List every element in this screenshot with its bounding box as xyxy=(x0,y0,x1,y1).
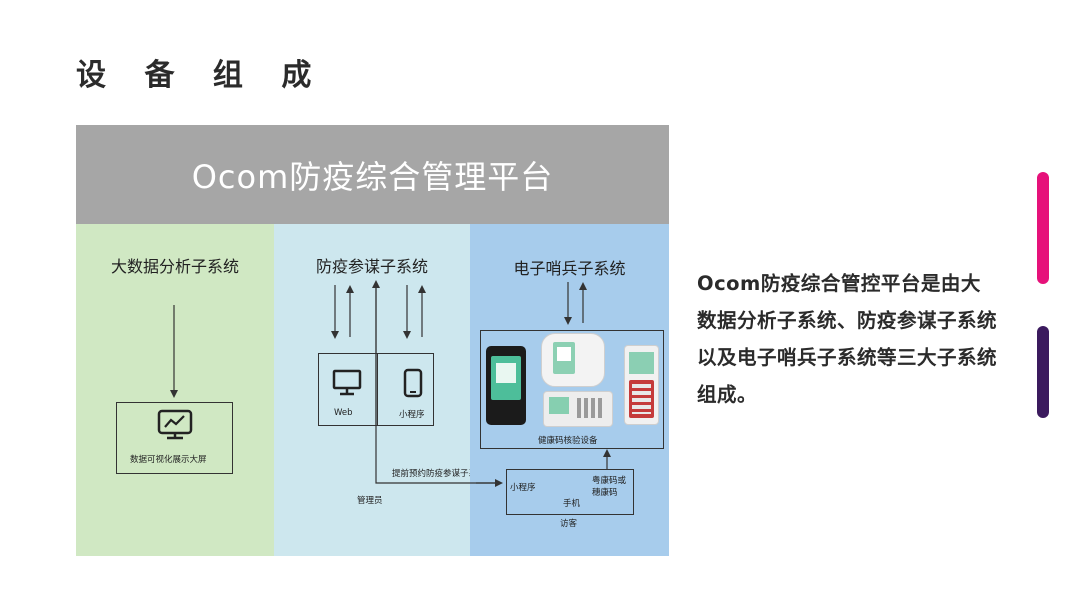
health-code-label-2: 穗康码 xyxy=(592,488,618,498)
epidemic-column: 防疫参谋子系统 Web 小程序 提前预约防疫参谋子系统 管理员 xyxy=(274,224,486,556)
platform-description: Ocom防疫综合管控平台是由大数据分析子系统、防疫参谋子系统以及电子哨兵子系统等… xyxy=(697,272,998,406)
connector-arrows xyxy=(170,280,611,487)
display-screen-box: 数据可视化展示大屏 xyxy=(116,402,233,474)
page-title: 设 备 组 成 xyxy=(76,58,326,93)
purple-accent-bar xyxy=(1037,326,1049,418)
big-data-title: 大数据分析子系统 xyxy=(110,257,239,276)
health-code-label-1: 粤康码或 xyxy=(592,476,627,486)
devices-label: 健康码核验设备 xyxy=(538,436,598,446)
desktop-scanner-device xyxy=(543,391,613,427)
display-screen-label: 数据可视化展示大屏 xyxy=(130,455,207,465)
platform-banner: Ocom防疫综合管理平台 xyxy=(76,125,669,224)
booking-label: 提前预约防疫参谋子系统 xyxy=(392,469,486,479)
miniprogram-label: 小程序 xyxy=(399,410,425,420)
pink-accent-bar xyxy=(1037,172,1049,284)
visitor-label: 访客 xyxy=(560,519,578,529)
desktop-icon xyxy=(332,369,362,396)
sentry-column: 电子哨兵子系统 健康码核验设备 xyxy=(470,224,669,556)
phone-label: 手机 xyxy=(563,499,581,509)
client-box-divider xyxy=(377,354,378,426)
system-diagram: Ocom防疫综合管理平台 大数据分析子系统 数据可视化展示大屏 防疫参谋子系统 xyxy=(76,125,669,556)
epidemic-title: 防疫参谋子系统 xyxy=(315,257,428,276)
smartphone-icon xyxy=(403,368,423,398)
web-label: Web xyxy=(334,408,353,418)
handheld-pos-device xyxy=(624,345,659,425)
visitor-miniprogram-label: 小程序 xyxy=(510,483,536,493)
wall-scanner-device xyxy=(541,333,605,387)
big-data-column: 大数据分析子系统 数据可视化展示大屏 xyxy=(76,224,274,556)
devices-box: 健康码核验设备 xyxy=(480,330,664,449)
sentry-title: 电子哨兵子系统 xyxy=(513,259,626,278)
monitor-chart-icon xyxy=(157,409,193,440)
face-terminal-device xyxy=(486,346,526,425)
admin-label: 管理员 xyxy=(357,496,383,506)
visitor-box: 小程序 粤康码或 穗康码 手机 xyxy=(506,469,634,515)
